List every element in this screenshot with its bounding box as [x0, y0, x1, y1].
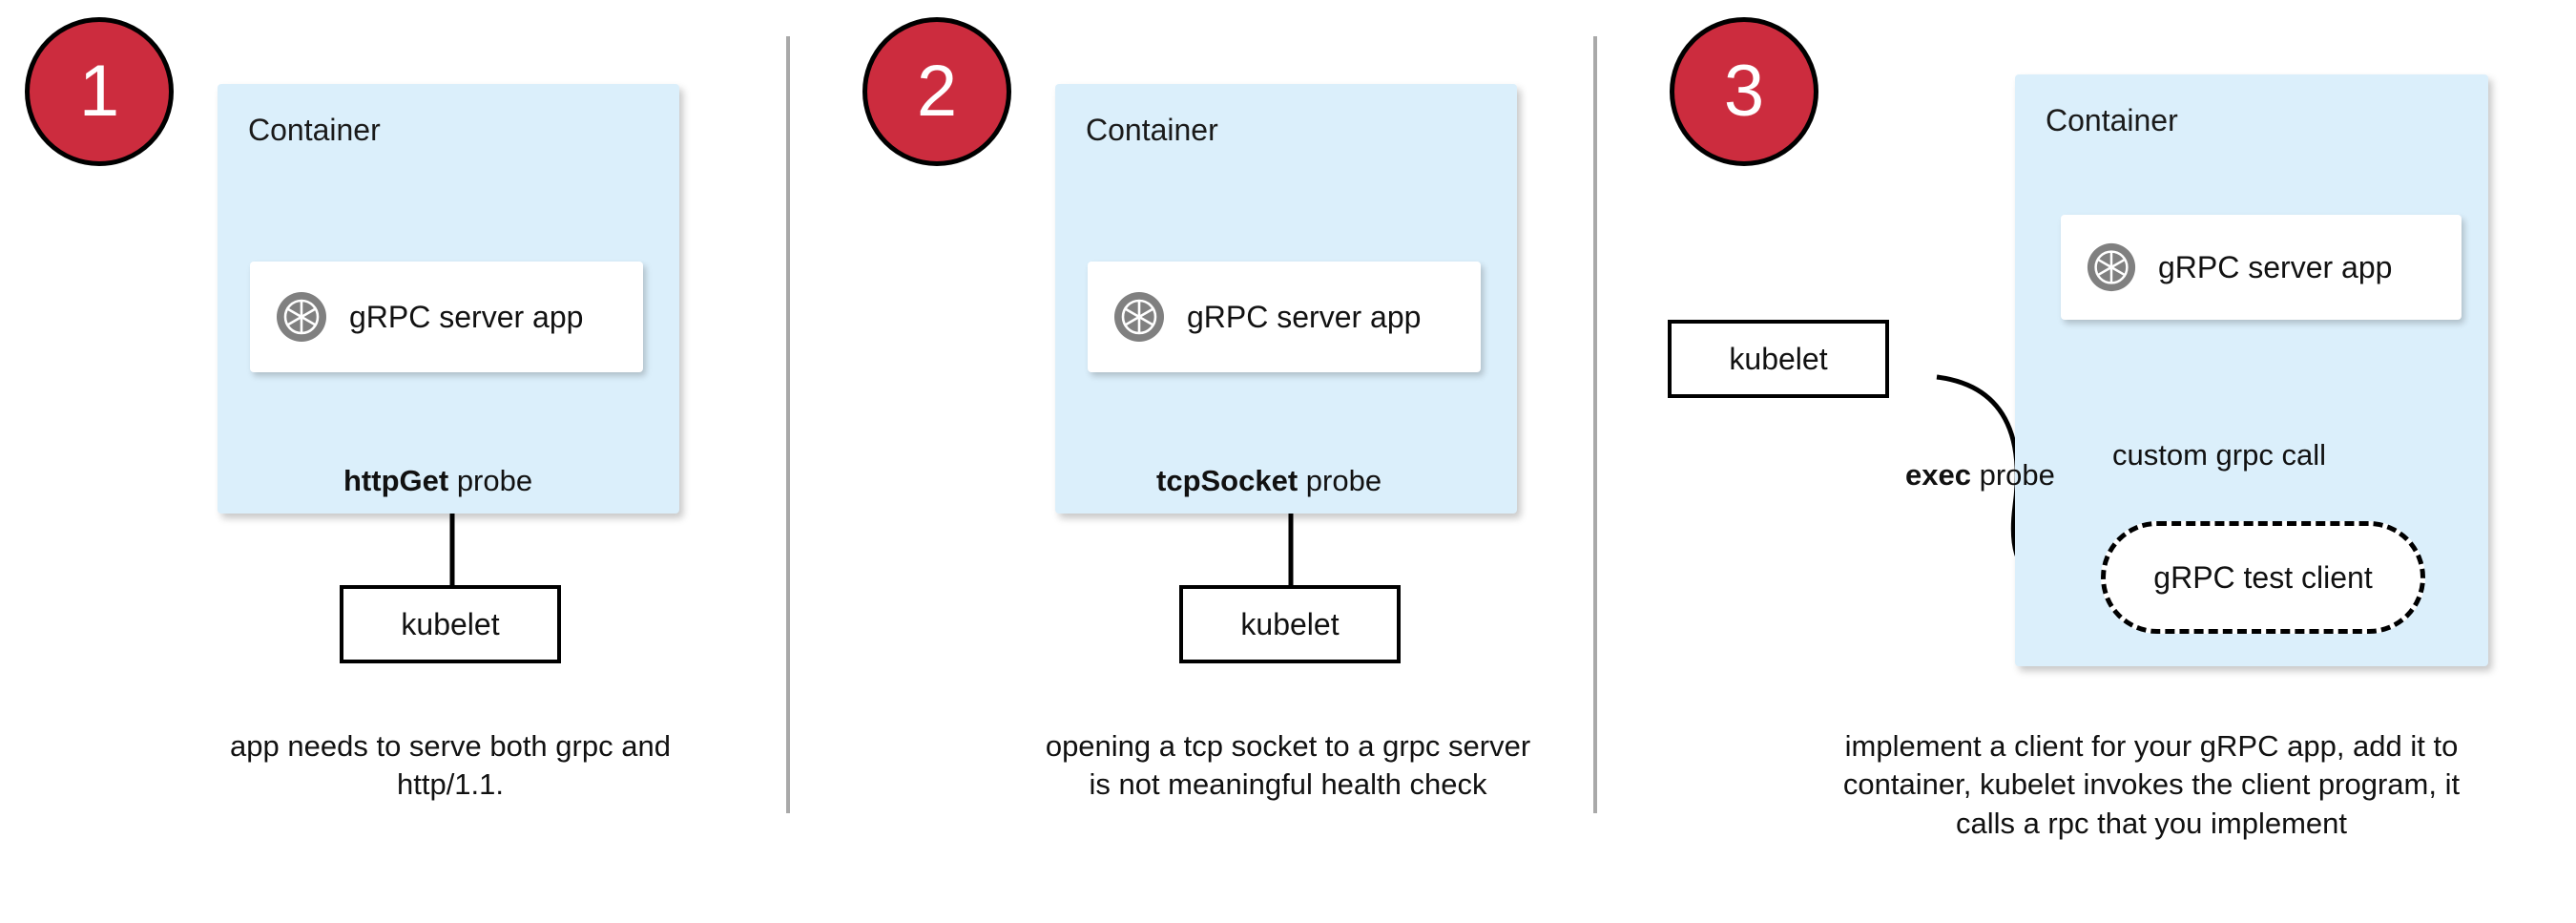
probe-type-bold: httpGet [343, 464, 449, 497]
custom-grpc-call-label: custom grpc call [2112, 438, 2326, 472]
probe-type-rest: probe [1970, 458, 2055, 492]
grpc-aperture-icon [1114, 292, 1164, 342]
grpc-server-app-label: gRPC server app [1187, 299, 1422, 334]
grpc-server-app-card-3[interactable]: gRPC server app [2061, 215, 2462, 320]
probe-type-rest: probe [448, 464, 533, 497]
grpc-server-app-label: gRPC server app [349, 299, 584, 334]
step-number: 1 [78, 51, 120, 132]
kubelet-box-2[interactable]: kubelet [1179, 585, 1401, 663]
grpc-aperture-icon [277, 292, 326, 342]
grpc-server-app-label: gRPC server app [2158, 249, 2393, 284]
grpc-test-client-label: gRPC test client [2153, 559, 2373, 595]
panel-caption-3: implement a client for your gRPC app, ad… [1842, 729, 2461, 840]
kubelet-box-1[interactable]: kubelet [340, 585, 561, 663]
grpc-server-app-card-1[interactable]: gRPC server app [250, 262, 643, 372]
probe-type-bold: tcpSocket [1156, 464, 1298, 497]
step-badge-2: 2 [862, 17, 1011, 166]
exec-probe-label: exec probe [1905, 458, 2055, 493]
kubelet-label: kubelet [401, 606, 500, 641]
panel-caption-1: app needs to serve both grpc and http/1.… [230, 729, 671, 802]
grpc-server-app-card-2[interactable]: gRPC server app [1088, 262, 1481, 372]
container-label: Container [2046, 103, 2178, 137]
step-badge-3: 3 [1670, 17, 1818, 166]
step-badge-1: 1 [25, 17, 174, 166]
container-label: Container [248, 113, 381, 147]
probe-type-rest: probe [1298, 464, 1382, 497]
panel-caption-2: opening a tcp socket to a grpc server is… [1045, 729, 1531, 802]
step-number: 3 [1723, 51, 1765, 132]
kubelet-box-3[interactable]: kubelet [1668, 320, 1889, 398]
probe-type-bold: exec [1905, 458, 1971, 492]
panel-divider-1 [786, 36, 790, 813]
container-label: Container [1086, 113, 1218, 147]
httpget-probe-label: httpGet probe [343, 464, 532, 498]
tcpsocket-probe-label: tcpSocket probe [1156, 464, 1381, 498]
grpc-test-client-node[interactable]: gRPC test client [2101, 521, 2425, 634]
step-number: 2 [916, 51, 958, 132]
kubelet-label: kubelet [1240, 606, 1340, 641]
grpc-aperture-icon [2087, 242, 2136, 292]
panel-divider-2 [1593, 36, 1597, 813]
kubelet-label: kubelet [1729, 341, 1828, 376]
